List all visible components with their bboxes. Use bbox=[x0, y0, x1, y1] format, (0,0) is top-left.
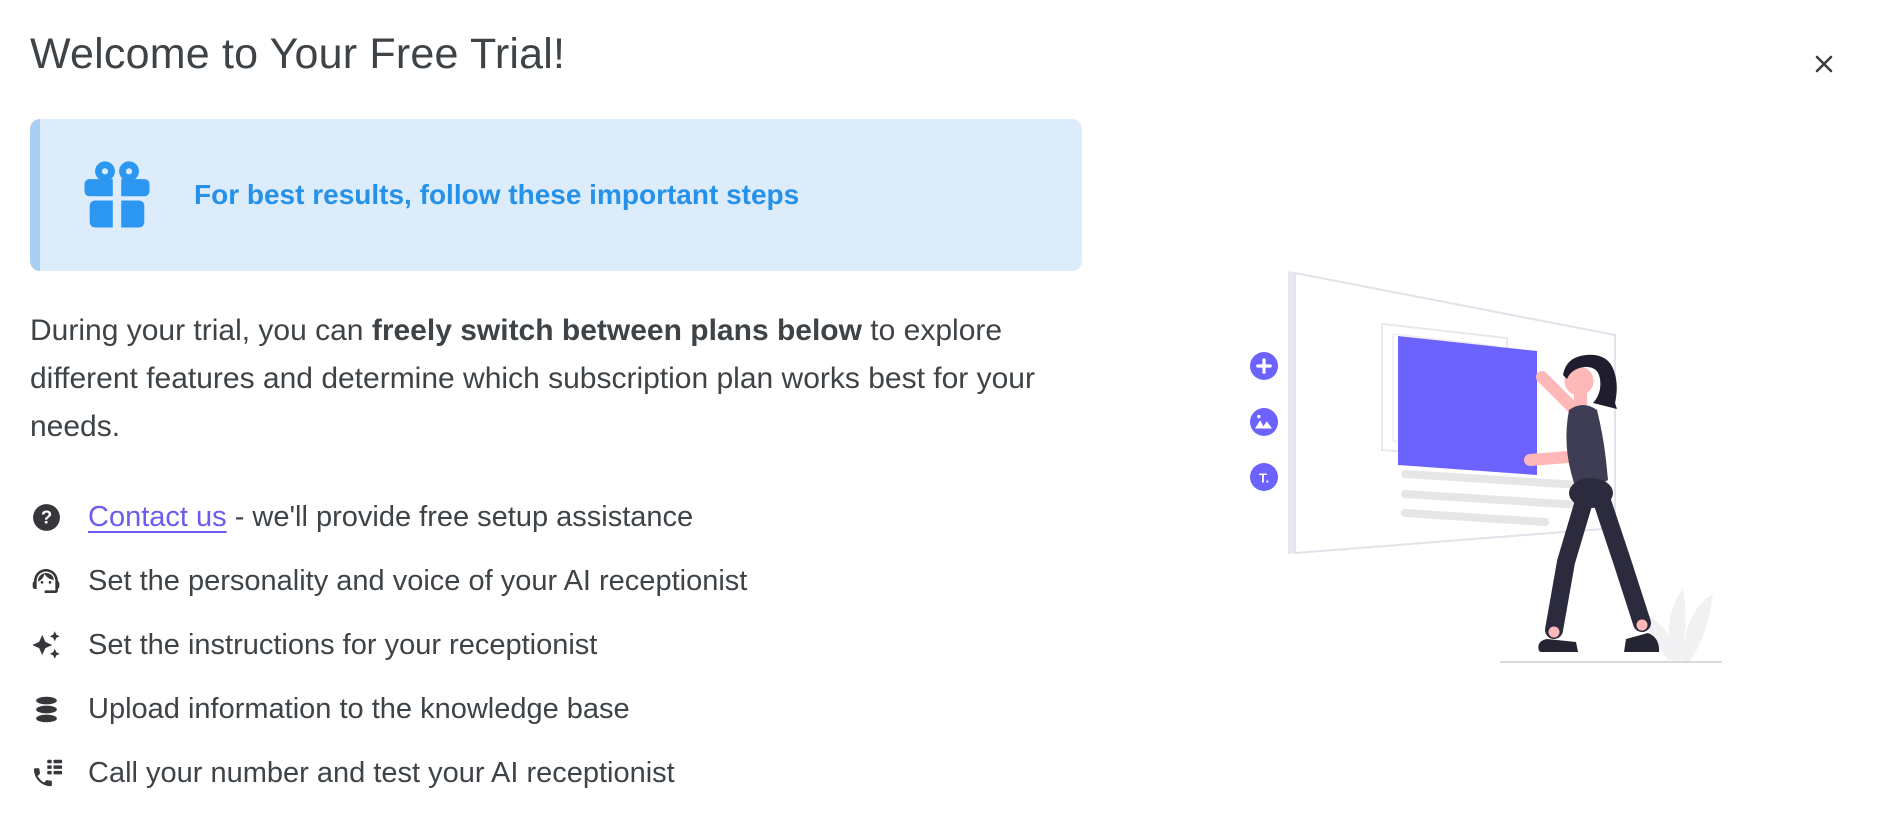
step-text: Set the personality and voice of your AI… bbox=[88, 564, 748, 597]
intro-text-prefix: During your trial, you can bbox=[30, 314, 372, 347]
support-agent-icon bbox=[30, 565, 62, 597]
step-item-call: Call your number and test your AI recept… bbox=[30, 741, 1095, 805]
step-item-instructions: Set the instructions for your receptioni… bbox=[30, 613, 1095, 677]
image-icon bbox=[1250, 408, 1278, 436]
step-text: Contact us - we'll provide free setup as… bbox=[88, 501, 693, 534]
svg-text:?: ? bbox=[40, 506, 51, 527]
step-item-contact: ? Contact us - we'll provide free setup … bbox=[30, 485, 1095, 549]
person bbox=[1524, 354, 1660, 652]
plus-icon bbox=[1250, 352, 1278, 380]
plant bbox=[1643, 588, 1713, 661]
close-icon bbox=[1815, 55, 1833, 73]
onboarding-illustration: T. bbox=[1250, 271, 1722, 663]
step-item-personality: Set the personality and voice of your AI… bbox=[30, 549, 1095, 613]
modal-content: Welcome to Your Free Trial! For best res… bbox=[30, 30, 1095, 805]
text-icon: T. bbox=[1250, 463, 1278, 491]
contact-us-link[interactable]: Contact us bbox=[88, 500, 227, 533]
close-button[interactable] bbox=[1806, 46, 1842, 82]
step-text: Upload information to the knowledge base bbox=[88, 692, 630, 725]
step-text-rest: - we'll provide free setup assistance bbox=[226, 500, 694, 533]
sparkles-icon bbox=[30, 629, 62, 661]
intro-paragraph: During your trial, you can freely switch… bbox=[30, 307, 1042, 451]
steps-list: ? Contact us - we'll provide free setup … bbox=[30, 485, 1095, 805]
page-title: Welcome to Your Free Trial! bbox=[30, 30, 566, 78]
intro-text-bold: freely switch between plans below bbox=[371, 314, 862, 347]
banner-message: For best results, follow these important… bbox=[194, 179, 800, 210]
intro-text-suffix: to explore different features and determ… bbox=[30, 314, 1035, 443]
help-circle-icon: ? bbox=[30, 501, 62, 533]
database-icon bbox=[30, 693, 62, 725]
gift-icon bbox=[84, 161, 150, 228]
purple-panel bbox=[1398, 336, 1537, 475]
step-item-knowledge: Upload information to the knowledge base bbox=[30, 677, 1095, 741]
whiteboard bbox=[1288, 271, 1295, 555]
phone-list-icon bbox=[30, 757, 62, 789]
info-banner: For best results, follow these important… bbox=[30, 119, 1082, 271]
step-text: Set the instructions for your receptioni… bbox=[88, 628, 598, 661]
svg-text:T.: T. bbox=[1259, 471, 1269, 486]
step-text: Call your number and test your AI recept… bbox=[88, 756, 675, 789]
